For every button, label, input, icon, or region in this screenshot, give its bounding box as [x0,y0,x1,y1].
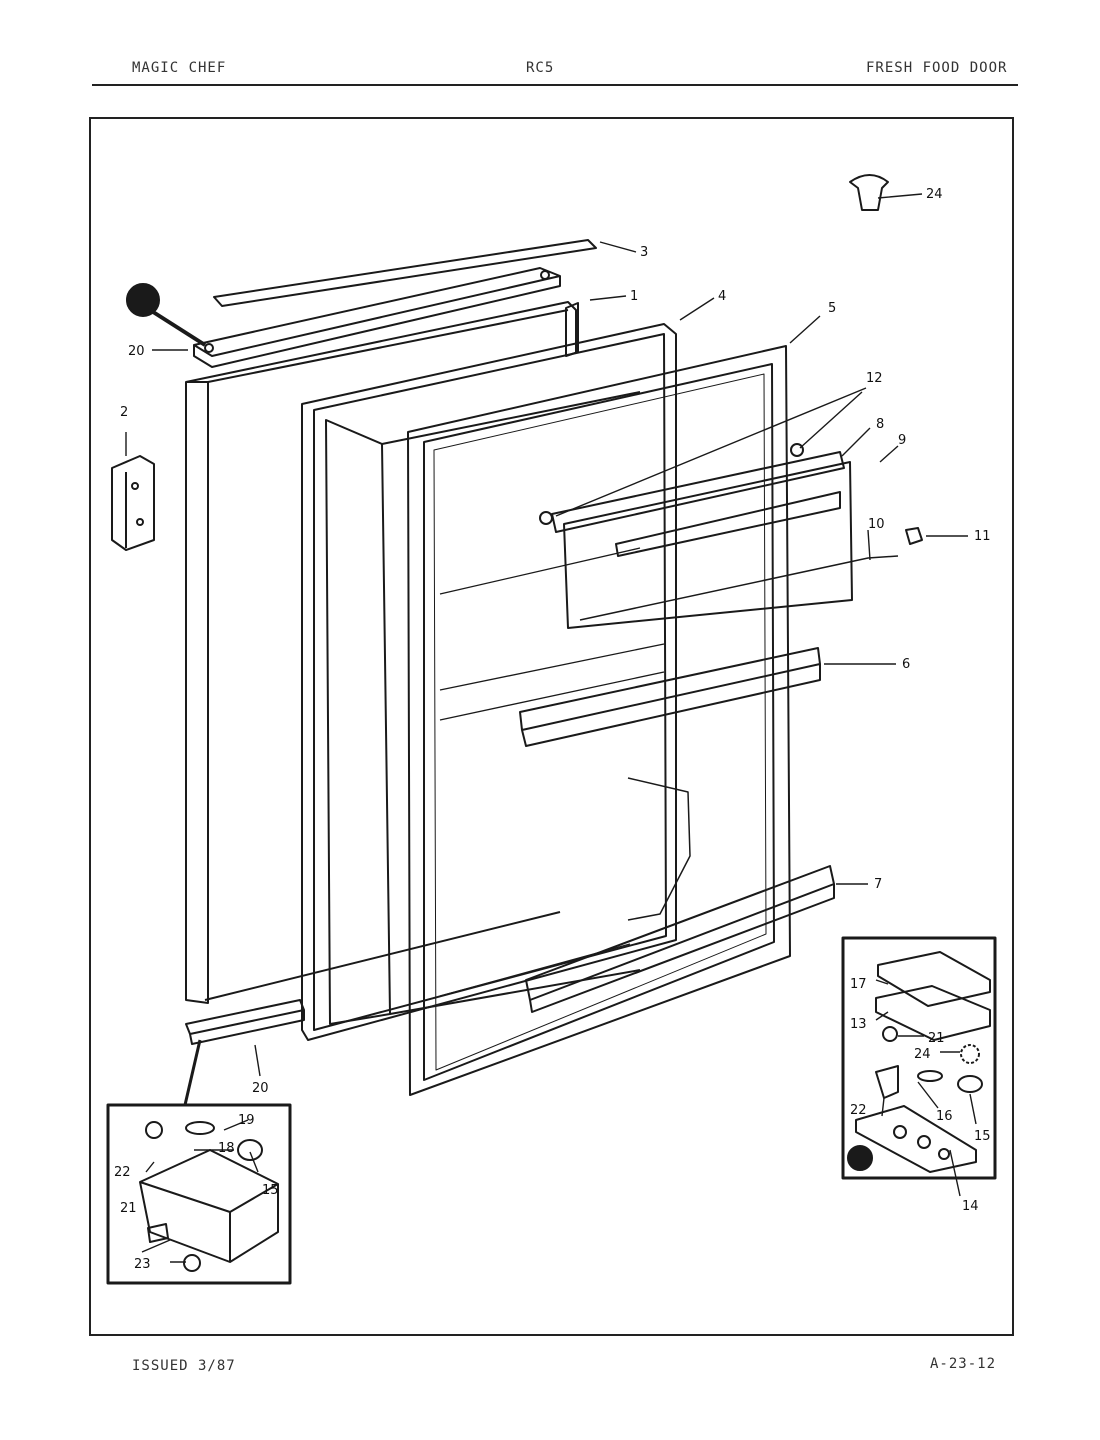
callout-8: 8 [876,417,884,432]
callout-12: 12 [866,371,883,386]
callout-10: 10 [868,517,885,532]
callout-15-right: 15 [974,1129,991,1144]
callout-20-top: 20 [128,344,145,359]
shelf-bar-top [551,451,845,533]
callout-18: 18 [218,1141,235,1156]
callout-17: 17 [850,977,867,992]
callout-4: 4 [718,289,726,304]
plug-button [849,174,889,211]
callout-15-left: 15 [262,1183,279,1198]
callout-22-right: 22 [850,1103,867,1118]
door-panel [407,345,791,1096]
hinge-detail-inset [106,1103,292,1285]
callout-6: 6 [902,657,910,672]
callout-16: 16 [936,1109,953,1124]
hinge-block [139,1149,279,1263]
header-rule [92,84,1018,86]
callout-9: 9 [898,433,906,448]
callout-7: 7 [874,877,882,892]
callout-23: 23 [134,1257,151,1272]
hinge-bracket-13 [875,985,991,1041]
bottom-shelf-bar [525,865,835,1013]
callout-11: 11 [974,529,991,544]
callout-3: 3 [640,245,648,260]
callout-5: 5 [828,301,836,316]
outer-door-shell [185,301,577,1004]
callout-19: 19 [238,1113,255,1128]
header-brand: MAGIC CHEF [132,60,227,76]
footer-page-code: A-23-12 [930,1356,997,1372]
info-marker-right-icon [847,1145,873,1171]
callout-21-left: 21 [120,1201,137,1216]
top-trim-strip [213,239,597,307]
callout-1: 1 [630,289,638,304]
diagram-border [89,117,1014,1336]
callout-2: 2 [120,405,128,420]
footer-issued: ISSUED 3/87 [132,1358,236,1374]
callout-24-top: 24 [926,187,943,202]
callout-14: 14 [962,1199,979,1214]
callout-24-right: 24 [914,1047,931,1062]
bottom-door-cap [185,999,305,1045]
door-handle [111,455,155,551]
callout-21-right: 21 [928,1031,945,1046]
top-door-cap [193,267,561,368]
header-section: FRESH FOOD DOOR [866,60,1008,76]
shelf-retainer-top [563,461,853,629]
callout-20-bottom: 20 [252,1081,269,1096]
shelf-clip [539,511,553,525]
callout-13: 13 [850,1017,867,1032]
door-gasket [301,323,677,1041]
middle-shelf-bar [519,647,821,747]
header-model: RC5 [526,60,555,76]
shelf-wire [579,555,899,621]
hinge-cover-17 [877,951,991,1007]
callout-22-left: 22 [114,1165,131,1180]
hinge-plate-14 [855,1105,977,1173]
screw [905,527,923,545]
info-marker-icon [126,283,160,317]
hinge-detail-inset-right [841,936,997,1180]
